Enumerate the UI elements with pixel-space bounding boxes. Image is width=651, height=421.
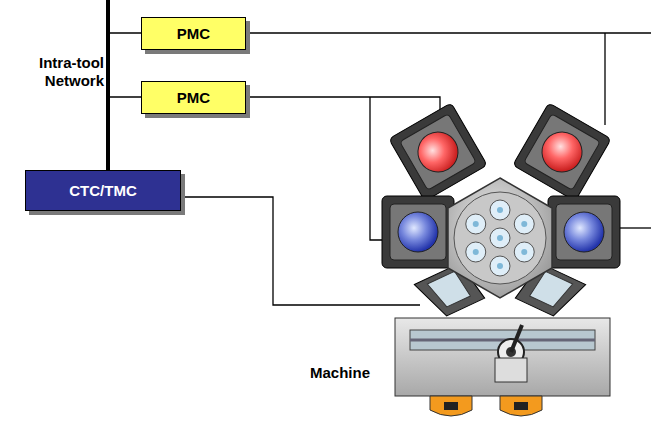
wafer-center: [497, 207, 503, 213]
controller-box: PMC: [141, 81, 246, 114]
transfer-hub: [448, 178, 552, 298]
wires: [108, 0, 651, 305]
wafer-center: [473, 249, 479, 255]
wafer: [490, 256, 510, 276]
machine-label: Machine: [310, 364, 392, 382]
box-label: PMC: [177, 89, 210, 106]
wafer-center: [497, 235, 503, 241]
wafer-center: [473, 221, 479, 227]
wafer: [490, 228, 510, 248]
controller-box: PMC: [141, 17, 246, 50]
wafer-center: [521, 249, 527, 255]
wafer: [514, 242, 534, 262]
box-label: CTC/TMC: [69, 182, 137, 199]
box-label: PMC: [177, 25, 210, 42]
wafer: [466, 214, 486, 234]
wafer: [514, 214, 534, 234]
network-label: Intra-tool Network: [3, 54, 104, 90]
wafer-center: [521, 221, 527, 227]
wafer: [466, 242, 486, 262]
wafer: [490, 200, 510, 220]
controller-box: CTC/TMC: [25, 170, 181, 211]
wafer-center: [497, 263, 503, 269]
machine-base: [395, 318, 610, 416]
